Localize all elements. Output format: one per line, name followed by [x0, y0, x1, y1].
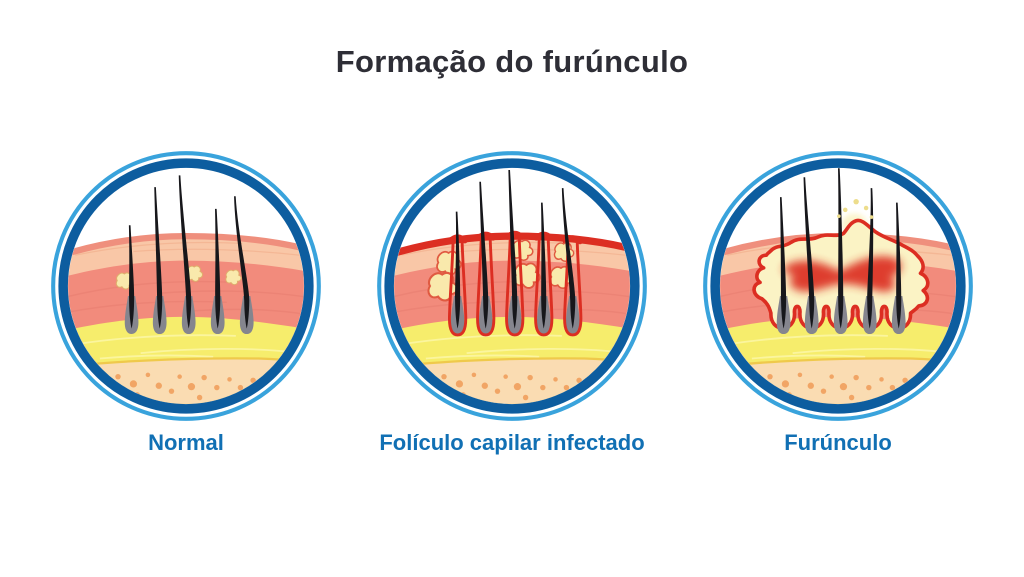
hairs	[779, 167, 902, 329]
hairs	[455, 169, 576, 329]
panels-row: Normal	[0, 150, 1024, 456]
illustration-furuncle	[703, 150, 973, 421]
skin-layers-furuncle	[720, 167, 956, 404]
inner-ring	[384, 158, 640, 414]
label-normal: Normal	[148, 429, 224, 455]
pus-droplets	[837, 198, 874, 219]
skin-surface	[68, 232, 304, 262]
inner-ring	[58, 158, 314, 414]
hairs	[128, 175, 250, 329]
page-title: Formação do furúnculo	[335, 44, 689, 79]
outer-ring	[377, 150, 647, 421]
inner-ring	[710, 158, 966, 414]
outer-ring	[703, 150, 973, 421]
panel-normal: Normal	[50, 150, 322, 456]
hair-follicle-bulbs	[450, 295, 580, 334]
label-furuncle: Furúnculo	[784, 429, 892, 455]
skin-layers-normal	[68, 175, 304, 404]
label-infected-follicle: Folículo capilar infectado	[379, 429, 645, 455]
infected-follicle-outlines	[447, 237, 583, 337]
illustration-normal-skin	[51, 150, 321, 421]
outer-ring	[51, 150, 321, 421]
panel-furuncle: Furúnculo	[702, 150, 974, 456]
illustration-infected-follicle	[377, 150, 647, 421]
skin-layers-infected	[394, 169, 630, 404]
panel-infected-follicle: Folículo capilar infectado	[376, 150, 648, 456]
